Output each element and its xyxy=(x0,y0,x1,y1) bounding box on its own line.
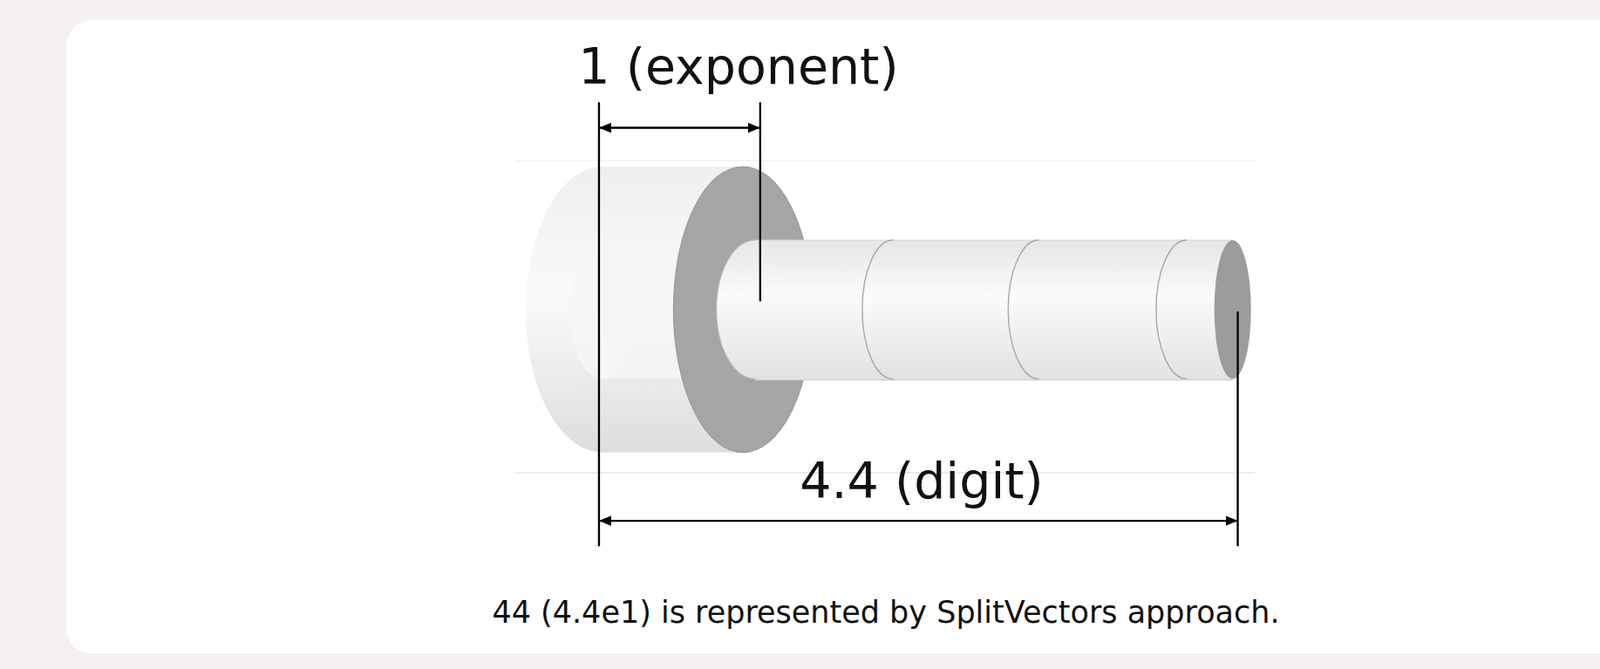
dimension-label: 4.4 (digit) xyxy=(799,451,1044,510)
caption: 44 (4.4e1) is represented by SplitVector… xyxy=(491,594,1280,630)
dimension-label: 1 (exponent) xyxy=(578,37,899,96)
